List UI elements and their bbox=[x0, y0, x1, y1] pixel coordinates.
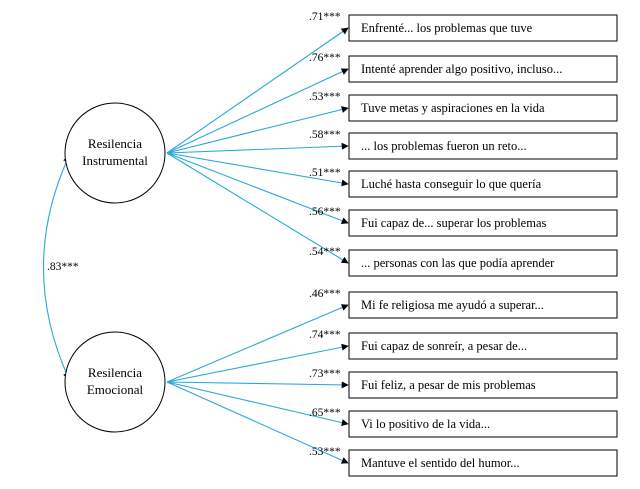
indicator-box: Vi lo positivo de la vida... bbox=[348, 410, 618, 438]
indicator-box: Tuve metas y aspiraciones en la vida bbox=[348, 94, 618, 122]
indicator-label: Fui capaz de sonreír, a pesar de... bbox=[361, 339, 527, 353]
indicator-rect bbox=[348, 209, 618, 237]
indicator-box: ... los problemas fueron un reto... bbox=[348, 132, 618, 160]
indicator-box: Mi fe religiosa me ayudó a superar... bbox=[348, 291, 618, 319]
loading-arrow bbox=[166, 152, 349, 264]
loading-value: .53*** bbox=[309, 446, 341, 458]
loading-value: .76*** bbox=[309, 52, 341, 64]
indicator-box: Luché hasta conseguir lo que quería bbox=[348, 170, 618, 198]
correlation-value: .83*** bbox=[47, 261, 79, 273]
loading-paths bbox=[166, 27, 349, 464]
loading-arrow bbox=[166, 152, 349, 187]
indicator-rect bbox=[348, 132, 618, 160]
loading-arrow bbox=[166, 142, 349, 154]
loading-value: .53*** bbox=[309, 91, 341, 103]
indicator-label: ... personas con las que podía aprender bbox=[361, 256, 555, 270]
indicator-rect bbox=[348, 249, 618, 277]
indicator-label: Fui capaz de... superar los problemas bbox=[361, 216, 546, 230]
indicator-box: ... personas con las que podía aprender bbox=[348, 249, 618, 277]
indicator-label: Tuve metas y aspiraciones en la vida bbox=[361, 101, 545, 115]
loading-arrow bbox=[166, 68, 349, 154]
indicator-box: Intenté aprender algo positivo, incluso.… bbox=[348, 55, 618, 83]
indicator-rect bbox=[348, 371, 618, 399]
indicator-box: Enfrenté... los problemas que tuve bbox=[348, 14, 618, 42]
loading-labels: .71*** .76*** .53*** .58*** .51*** .56*** .54*… bbox=[47, 11, 341, 458]
indicator-rect bbox=[348, 14, 618, 42]
indicator-label: Enfrenté... los problemas que tuve bbox=[361, 21, 533, 35]
loading-arrow bbox=[166, 152, 349, 224]
loading-arrow bbox=[166, 304, 349, 383]
indicator-box: Fui capaz de sonreír, a pesar de... bbox=[348, 332, 618, 360]
factor-label: Emocional bbox=[87, 382, 144, 397]
indicator-label: Vi lo positivo de la vida... bbox=[361, 417, 490, 431]
factor-label: Resilencia bbox=[88, 365, 142, 380]
indicator-rect bbox=[348, 291, 618, 319]
loading-arrow bbox=[166, 343, 349, 383]
indicator-rect bbox=[348, 94, 618, 122]
loading-arrow bbox=[166, 106, 349, 154]
indicator-label: ... los problemas fueron un reto... bbox=[361, 139, 527, 153]
nodes: Enfrenté... los problemas que tuveIntent… bbox=[64, 14, 618, 477]
loading-arrow bbox=[166, 27, 349, 154]
loading-arrow bbox=[166, 381, 349, 426]
indicator-rect bbox=[348, 410, 618, 438]
loading-value: .65*** bbox=[309, 407, 341, 419]
indicator-label: Intenté aprender algo positivo, incluso.… bbox=[361, 62, 562, 76]
indicator-label: Mi fe religiosa me ayudó a superar... bbox=[361, 298, 544, 312]
correlation-arrow bbox=[42, 155, 70, 380]
indicator-box: Fui feliz, a pesar de mis problemas bbox=[348, 371, 618, 399]
loading-arrow bbox=[166, 381, 349, 464]
indicator-label: Luché hasta conseguir lo que quería bbox=[361, 177, 542, 191]
indicator-label: Mantuve el sentido del humor... bbox=[361, 456, 520, 470]
indicator-rect bbox=[348, 55, 618, 83]
indicator-rect bbox=[348, 449, 618, 477]
loading-value: .73*** bbox=[309, 368, 341, 380]
indicator-rect bbox=[348, 332, 618, 360]
indicator-box: Fui capaz de... superar los problemas bbox=[348, 209, 618, 237]
indicator-rect bbox=[348, 170, 618, 198]
loading-value: .58*** bbox=[309, 129, 341, 141]
loading-value: .71*** bbox=[309, 11, 341, 23]
loading-value: .56*** bbox=[309, 206, 341, 218]
indicator-box: Mantuve el sentido del humor... bbox=[348, 449, 618, 477]
factor-circle bbox=[64, 102, 166, 204]
correlation-path bbox=[42, 155, 70, 380]
loading-value: .51*** bbox=[309, 167, 341, 179]
indicator-label: Fui feliz, a pesar de mis problemas bbox=[361, 378, 536, 392]
factor-circle bbox=[64, 331, 166, 433]
loading-value: .46*** bbox=[309, 288, 341, 300]
loading-arrow bbox=[166, 381, 349, 389]
factor-label: Instrumental bbox=[82, 153, 148, 168]
loading-value: .54*** bbox=[309, 246, 341, 258]
factor-label: Resilencia bbox=[88, 136, 142, 151]
loading-value: .74*** bbox=[309, 329, 341, 341]
